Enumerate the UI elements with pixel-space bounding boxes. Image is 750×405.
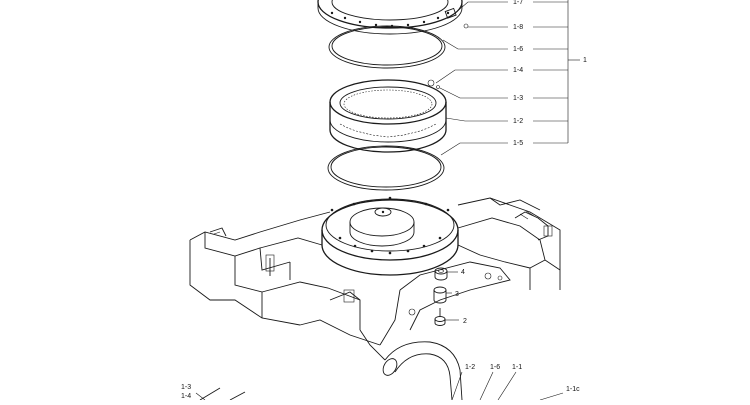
seal-ring-upper (328, 25, 446, 69)
callout-1-2: 1-2 (513, 118, 523, 125)
callout-3: 3 (455, 291, 459, 298)
callout-1-1c: 1-1c (566, 386, 580, 393)
callout-1-1: 1-1 (512, 364, 522, 371)
callout-1: 1 (583, 57, 587, 64)
part-3-bushing (433, 286, 447, 304)
part-4-nut (434, 267, 448, 281)
callout-1-4-bottom: 1-4 (181, 393, 191, 400)
callout-2: 2 (463, 318, 467, 325)
seal-ring-lower (327, 145, 445, 191)
callout-1-3-bottom: 1-3 (181, 384, 191, 391)
revolving-frame (189, 196, 561, 401)
leader-lines (195, 0, 580, 401)
callout-4: 4 (461, 269, 465, 276)
callout-1-5: 1-5 (513, 140, 523, 147)
bearing-ring-top (317, 0, 469, 35)
callout-1-6-bottom: 1-6 (490, 364, 500, 371)
callout-labels: 1-7 1-8 1-6 1 1-4 1-3 1-2 1-5 4 3 2 1-2 … (181, 0, 587, 400)
internal-gear-ring (329, 79, 447, 153)
callout-1-7: 1-7 (513, 0, 523, 6)
callout-1-6: 1-6 (513, 46, 523, 53)
callout-1-3: 1-3 (513, 95, 523, 102)
callout-1-4: 1-4 (513, 67, 523, 74)
callout-1-2-bottom: 1-2 (465, 364, 475, 371)
callout-1-8: 1-8 (513, 24, 523, 31)
part-2-bolt (434, 308, 446, 326)
